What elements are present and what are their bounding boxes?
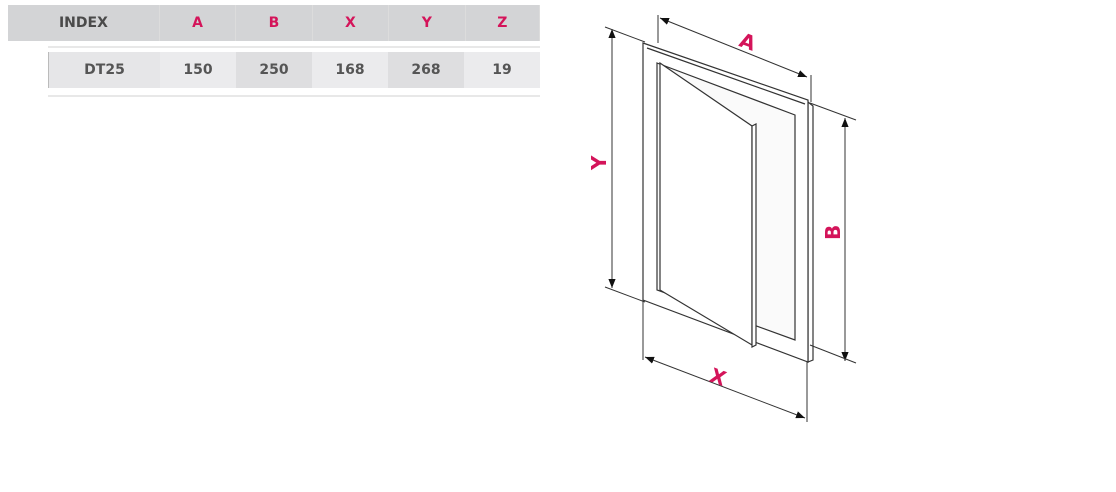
table-body: DT25 150 250 168 268 19 [48,46,540,97]
cell-a: 150 [160,52,236,88]
label-y: Y [587,155,611,171]
cell-z: 19 [464,52,540,88]
cell-index: DT25 [49,52,160,88]
cell-y: 268 [388,52,464,88]
header-x: X [313,5,390,41]
header-b: B [236,5,313,41]
dimension-lines [604,15,857,422]
door-frame [642,42,814,363]
header-index: INDEX [8,5,160,41]
table-header: INDEX A B X Y Z [8,5,540,41]
label-a: A [736,28,759,56]
cell-b: 250 [236,52,312,88]
table-row: DT25 150 250 168 268 19 [48,52,541,88]
header-z: Z [466,5,540,41]
label-x: X [707,363,730,391]
header-a: A [160,5,237,41]
header-y: Y [389,5,466,41]
label-b: B [821,225,845,240]
cell-x: 168 [312,52,388,88]
